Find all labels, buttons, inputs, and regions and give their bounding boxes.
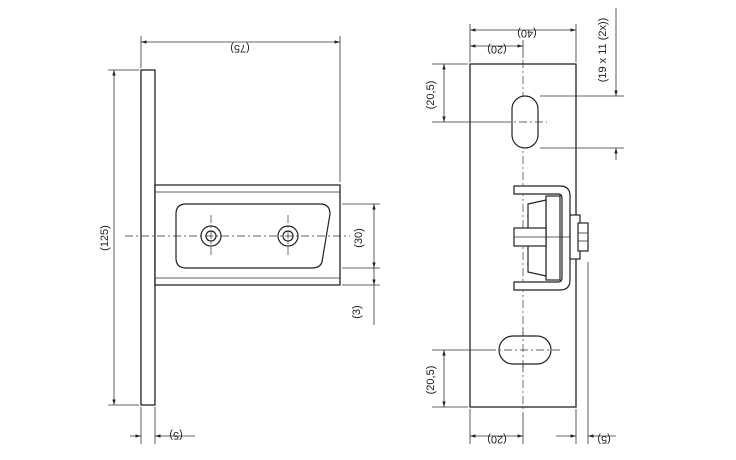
dim-slot-spec: (19 x 11 (2x))	[597, 18, 609, 83]
base-plate	[140, 69, 156, 406]
dim-channel-height: (30)	[353, 228, 365, 248]
dim-slot-bottom-offset: (20,5)	[425, 366, 437, 395]
front-view: (40) (20) (19 x 11 (2x)) (20,5) (20,5) (…	[425, 8, 624, 445]
side-view: (75) (125) (30) (3) (5)	[99, 36, 380, 444]
dim-channel-lip: (3)	[351, 305, 363, 318]
dim-half-width-bottom: (20)	[487, 433, 507, 445]
dim-overall-height: (125)	[99, 225, 111, 251]
dim-total-width: (40)	[517, 27, 537, 39]
dim-half-width-top: (20)	[487, 43, 507, 55]
dim-overall-width: (75)	[230, 42, 250, 54]
channel-nut-assembly	[513, 185, 589, 291]
dim-plate-thickness: (5)	[169, 429, 182, 441]
dim-slot-top-offset: (20,5)	[425, 81, 437, 110]
dim-front-plate-thickness: (5)	[597, 433, 610, 445]
